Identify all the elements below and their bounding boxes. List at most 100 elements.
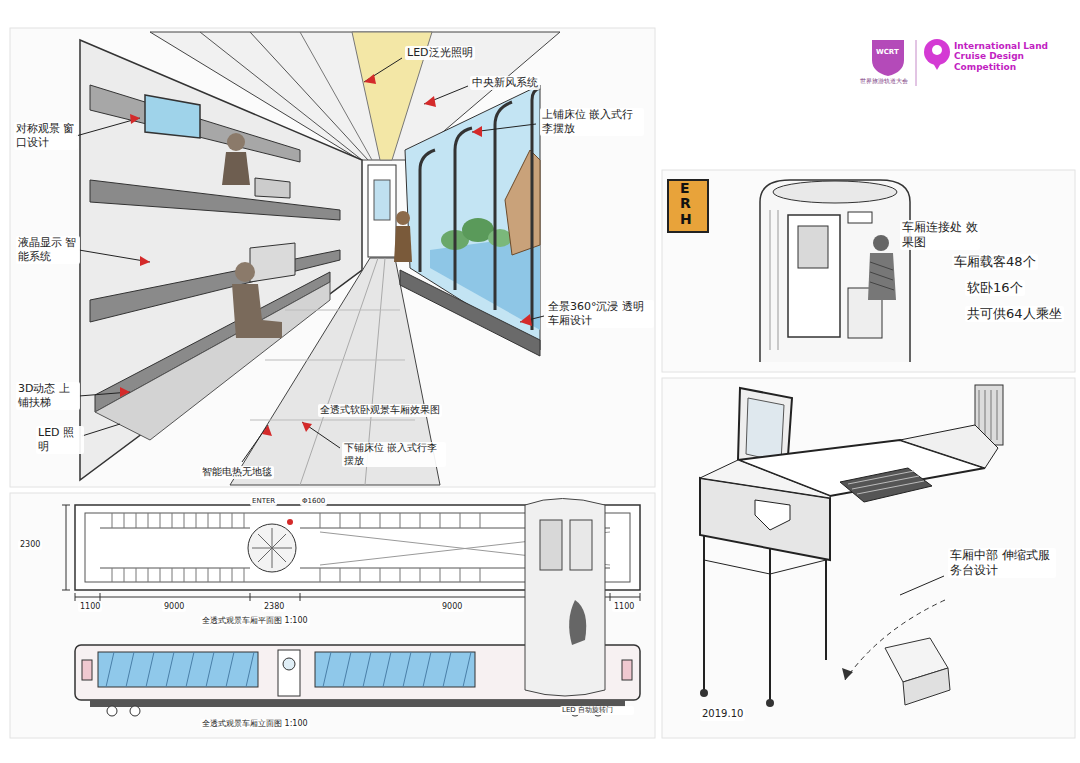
floor-plan xyxy=(100,568,250,569)
connection-door-sketch xyxy=(668,180,708,232)
service-desk-sketch xyxy=(900,425,998,468)
rotating-door-sketch xyxy=(540,520,562,570)
corridor-perspective xyxy=(90,180,340,220)
floor-plan xyxy=(320,513,480,528)
red-arrowhead xyxy=(364,74,376,84)
sketch-panel xyxy=(662,378,1075,738)
side-elevation xyxy=(90,700,625,707)
leader-line xyxy=(76,58,944,595)
floor-plan xyxy=(66,505,67,590)
connection-door-sketch xyxy=(668,180,910,362)
dimension: 1100 xyxy=(612,602,636,612)
logo-text: International Land Cruise Design Competi… xyxy=(954,41,1074,72)
callout-note: 车厢连接处 效果图 xyxy=(900,220,980,250)
leader-line xyxy=(302,422,340,448)
floor-plan xyxy=(112,568,244,582)
side-elevation xyxy=(107,706,117,716)
date-note: 2019.10 xyxy=(700,708,745,721)
corridor-perspective xyxy=(250,243,295,282)
side-elevation xyxy=(106,652,254,687)
corridor-perspective xyxy=(368,165,396,257)
corridor-perspective xyxy=(80,32,560,485)
callout-note: LED泛光照明 xyxy=(405,46,475,60)
logo-text: 世界旅游轨道大会 xyxy=(860,77,908,85)
floor-plan xyxy=(252,528,292,568)
sketch-panel xyxy=(10,28,1075,738)
red-arrowhead xyxy=(262,425,272,436)
sketch-panel xyxy=(10,493,655,738)
corridor-perspective xyxy=(495,102,512,310)
competition-logo xyxy=(932,45,942,55)
corridor-perspective xyxy=(455,128,472,290)
competition-logo xyxy=(930,58,944,70)
dimension: 9000 xyxy=(162,602,186,612)
service-desk-sketch xyxy=(840,468,932,502)
competition-logo xyxy=(916,40,917,86)
callout-note: 中央新风系统 xyxy=(470,76,540,90)
floor-plan xyxy=(100,528,250,529)
floor-plan xyxy=(112,513,244,528)
corridor-perspective xyxy=(145,95,200,138)
connection-door-sketch xyxy=(770,210,778,350)
callout-note: 智能电热无地毯 xyxy=(200,466,274,479)
plan-note: ENTER xyxy=(250,497,277,506)
dimension: Φ1600 xyxy=(300,497,327,506)
corridor-perspective xyxy=(488,229,512,247)
corridor-perspective xyxy=(396,211,410,225)
callout-note: 车厢中部 伸缩式服务台设计 xyxy=(948,548,1056,578)
corridor-perspective xyxy=(505,150,540,255)
corridor-perspective xyxy=(222,152,250,185)
leader-line xyxy=(82,424,120,436)
red-arrowhead xyxy=(120,387,130,397)
rotating-door-sketch xyxy=(525,499,605,697)
service-desk-sketch xyxy=(825,560,827,660)
corridor-perspective xyxy=(400,270,540,356)
rotating-door-sketch xyxy=(525,499,605,697)
capacity-note: 共可供64人乘坐 xyxy=(965,306,1064,322)
callout-note: 下铺床位 嵌入式行李摆放 xyxy=(342,442,446,467)
callout-note: LED 自动旋转门 xyxy=(560,706,634,715)
connection-door-sketch xyxy=(848,212,872,223)
callout-note: 对称观景 窗口设计 xyxy=(14,122,78,150)
leader-line xyxy=(900,576,944,595)
corridor-perspective xyxy=(255,178,290,198)
side-elevation xyxy=(82,660,92,680)
dimension: 2380 xyxy=(262,602,286,612)
service-desk-sketch xyxy=(755,500,790,530)
callout-note: 3D动态 上铺扶梯 xyxy=(16,382,80,410)
corridor-perspective xyxy=(265,360,405,361)
side-elevation xyxy=(130,706,140,716)
side-elevation xyxy=(315,652,475,687)
service-desk-sketch xyxy=(848,471,924,494)
side-elevation xyxy=(283,658,295,670)
dimension: 9000 xyxy=(440,602,464,612)
drawing-title: 全透式观景车厢立面图 1:100 xyxy=(200,719,310,729)
callout-note: 上铺床位 嵌入式行李摆放 xyxy=(540,108,644,136)
floor-plan xyxy=(287,519,293,525)
connection-door-sketch xyxy=(873,235,889,251)
callout-note: LED 照明 xyxy=(36,426,84,454)
corridor-perspective xyxy=(235,262,255,282)
side-elevation xyxy=(622,660,632,680)
side-elevation xyxy=(278,650,300,696)
sketch-panel xyxy=(662,170,1075,372)
service-desk-sketch xyxy=(700,460,830,498)
connection-door-sketch xyxy=(868,253,896,300)
callout-note: 全景360°沉浸 透明车厢设计 xyxy=(546,300,654,328)
red-arrowhead xyxy=(424,96,436,107)
callout-note: 液晶显示 智能系统 xyxy=(16,236,80,264)
leader-line xyxy=(79,250,150,262)
corridor-perspective xyxy=(232,284,282,338)
connection-door-sketch xyxy=(773,181,897,203)
side-elevation xyxy=(98,652,258,687)
corridor-perspective xyxy=(250,420,415,421)
floor-plan xyxy=(62,505,70,590)
red-arrowhead xyxy=(130,114,140,124)
dimension: 2300 xyxy=(18,540,42,550)
capacity-note: 软卧16个 xyxy=(965,280,1025,296)
service-desk-sketch xyxy=(903,668,950,705)
corridor-perspective xyxy=(420,150,435,272)
red-arrowhead xyxy=(140,256,150,266)
connection-door-sketch xyxy=(798,226,828,268)
capacity-note: 车厢载客48个 xyxy=(952,254,1038,270)
